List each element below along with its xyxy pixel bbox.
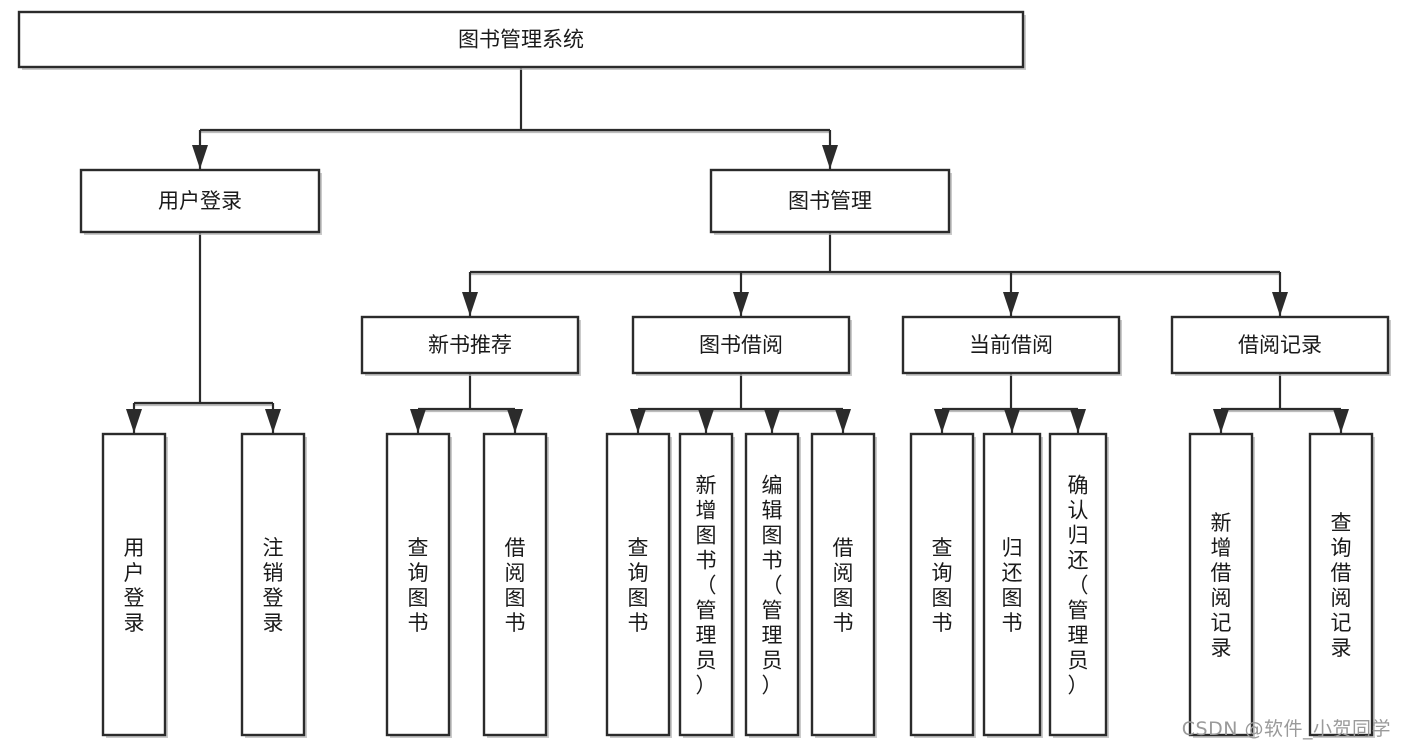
node-label: 查询借阅记录	[1331, 511, 1352, 660]
node-label: 注销登录	[263, 536, 284, 635]
node-label: 借阅图书	[505, 536, 526, 635]
node-root-图书管理系统[interactable]: 图书管理系统	[17, 10, 1026, 70]
node-label: 查询图书	[408, 536, 429, 635]
node-leaf-query-book-3[interactable]: 查询图书	[909, 432, 976, 738]
node-leaf-return-book[interactable]: 归还图书	[982, 432, 1043, 738]
node-book-manage[interactable]: 图书管理	[709, 168, 952, 235]
node-leaf-add-record[interactable]: 新增借阅记录	[1188, 432, 1255, 738]
node-user-login[interactable]: 用户登录	[79, 168, 322, 235]
node-leaf-logout[interactable]: 注销登录	[240, 432, 307, 738]
node-label: 确认归还（管理员）	[1068, 474, 1089, 698]
node-leaf-user-login[interactable]: 用户登录	[101, 432, 168, 738]
node-label: 当前借阅	[969, 333, 1053, 357]
node-current-borrow[interactable]: 当前借阅	[901, 315, 1122, 376]
node-leaf-query-record[interactable]: 查询借阅记录	[1308, 432, 1375, 738]
node-label: 用户登录	[124, 536, 145, 635]
node-book-borrow[interactable]: 图书借阅	[631, 315, 852, 376]
node-label: 新书推荐	[428, 333, 512, 357]
connector-layer	[126, 67, 1349, 433]
node-leaf-query-book-2[interactable]: 查询图书	[605, 432, 672, 738]
node-new-book-rec[interactable]: 新书推荐	[360, 315, 581, 376]
node-leaf-query-book-1[interactable]: 查询图书	[385, 432, 452, 738]
node-borrow-record[interactable]: 借阅记录	[1170, 315, 1391, 376]
node-leaf-confirm-return[interactable]: 确认归还（管理员）	[1048, 432, 1109, 738]
node-label: 借阅记录	[1238, 333, 1322, 357]
node-label: 编辑图书（管理员）	[762, 474, 783, 698]
node-leaf-borrow-book-1[interactable]: 借阅图书	[482, 432, 549, 738]
node-label: 图书管理系统	[458, 28, 584, 52]
node-label: 图书管理	[788, 189, 872, 213]
node-label: 借阅图书	[833, 536, 854, 635]
node-label: 查询图书	[932, 536, 953, 635]
node-label: 归还图书	[1002, 536, 1023, 635]
node-leaf-add-book[interactable]: 新增图书（管理员）	[678, 432, 735, 738]
node-label: 图书借阅	[699, 333, 783, 357]
node-label: 新增图书（管理员）	[696, 474, 717, 698]
node-layer: 图书管理系统用户登录图书管理新书推荐图书借阅当前借阅借阅记录用户登录注销登录查询…	[17, 10, 1391, 738]
node-leaf-borrow-book-2[interactable]: 借阅图书	[810, 432, 877, 738]
node-label: 新增借阅记录	[1211, 511, 1232, 660]
node-leaf-edit-book[interactable]: 编辑图书（管理员）	[744, 432, 801, 738]
node-label: 查询图书	[628, 536, 649, 635]
node-label: 用户登录	[158, 189, 242, 213]
